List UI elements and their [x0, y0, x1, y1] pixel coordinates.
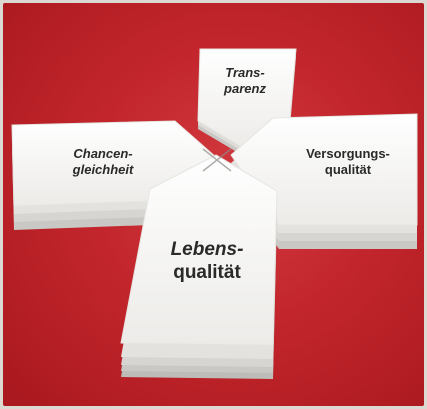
label-lebensqualitaet: Lebens- qualität — [145, 239, 269, 285]
label-transparenz: Trans- parenz — [199, 65, 291, 96]
label-chancengleichheit-line2: gleichheit — [43, 162, 163, 178]
swiss-cross-illustration: Trans- parenz Chancen- gleichheit Versor… — [3, 3, 424, 406]
label-transparenz-line2: parenz — [199, 81, 291, 97]
label-lebensqualitaet-line2: qualität — [145, 262, 269, 285]
label-versorgungsqualitaet-line2: qualität — [283, 162, 413, 178]
label-chancengleichheit: Chancen- gleichheit — [43, 146, 163, 177]
card-stack-cross — [3, 3, 424, 406]
label-versorgungsqualitaet: Versorgungs- qualität — [283, 146, 413, 177]
label-transparenz-line1: Trans- — [199, 65, 291, 81]
label-chancengleichheit-line1: Chancen- — [43, 146, 163, 162]
label-lebensqualitaet-line1: Lebens- — [145, 239, 269, 262]
label-versorgungsqualitaet-line1: Versorgungs- — [283, 146, 413, 162]
